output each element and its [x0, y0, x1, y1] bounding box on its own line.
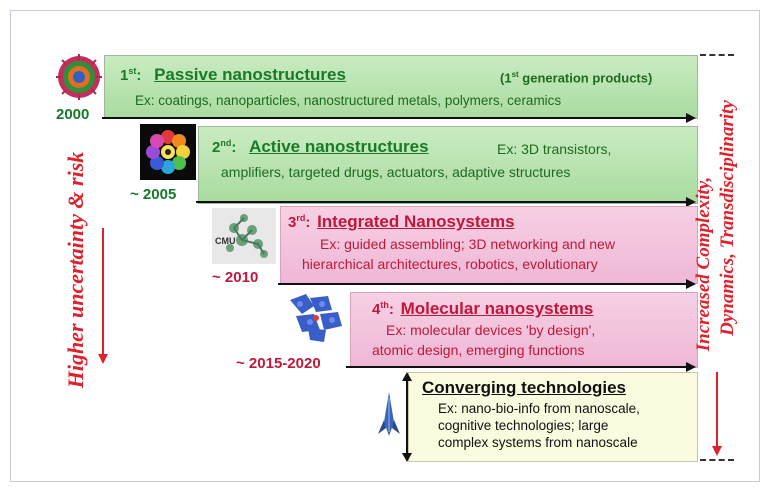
gen1-timeline [102, 117, 686, 119]
right-down-arrow-line [716, 372, 718, 448]
gen2-name: Active nanostructures [249, 137, 429, 156]
gen2-example-line1: Ex: 3D transistors, [497, 141, 612, 157]
converging-title: Converging technologies [422, 378, 627, 397]
right-axis-label-line2: Dynamics, Transdisciplinarity [717, 100, 738, 336]
converging-box [408, 372, 698, 462]
converging-line3: complex systems from nanoscale [438, 435, 638, 450]
gen1-title: 1st: Passive nanostructures [120, 65, 346, 84]
gen4-arrowhead [686, 362, 696, 372]
nanosystem-cmu-icon: CMU [212, 208, 276, 264]
gen2-example-line2: amplifiers, targeted drugs, actuators, a… [221, 164, 571, 180]
gen4-year: ~ 2015-2020 [236, 355, 321, 372]
gen3-box [280, 206, 698, 284]
rocket-icon [378, 392, 400, 436]
gen1-name: Passive nanostructures [154, 65, 346, 84]
gen3-year: ~ 2010 [212, 269, 259, 286]
left-down-arrow-head [98, 354, 108, 364]
gen3-title: 3rd: Integrated Nanosystems [288, 212, 515, 231]
converging-arrow-up-head [402, 372, 412, 381]
gen3-arrowhead [686, 279, 696, 289]
gen1-box [104, 55, 698, 119]
gen4-timeline [346, 366, 686, 368]
nanosystem-icon-label: CMU [215, 236, 236, 246]
gen3-example-line2: hierarchical architectures, robotics, ev… [302, 256, 598, 272]
right-down-arrow-head [712, 446, 722, 456]
gen4-example-line2: atomic design, emerging functions [372, 342, 585, 358]
left-axis-label: Higher uncertainty & risk [63, 151, 88, 389]
converging-line1: Ex: nano-bio-info from nanoscale, [438, 401, 640, 416]
gen1-example: Ex: coatings, nanoparticles, nanostructu… [135, 93, 562, 108]
gen4-title: 4th: Molecular nanosystems [372, 299, 594, 318]
fullerene-icon [56, 54, 102, 100]
gen1-year: 2000 [56, 106, 90, 123]
gen2-year: ~ 2005 [130, 186, 177, 203]
gen4-name: Molecular nanosystems [400, 299, 594, 318]
gen3-name: Integrated Nanosystems [317, 212, 515, 231]
gen1-note: (1st generation products) [500, 70, 653, 86]
gen4-example-line1: Ex: molecular devices 'by design', [386, 322, 596, 338]
gen4-box [350, 292, 698, 368]
converging-arrow-down-head [402, 453, 412, 462]
converging-vertical-arrow [406, 380, 408, 454]
gen2-timeline [196, 201, 686, 203]
gen2-title: 2nd: Active nanostructures [212, 137, 429, 156]
right-axis-label-line1: Increased Complexity, [693, 176, 714, 352]
gen2-arrowhead [686, 197, 696, 207]
flower-molecule-icon [140, 124, 196, 180]
gen2-box [198, 126, 698, 204]
top-dashed-line [700, 54, 734, 56]
gen3-example-line1: Ex: guided assembling; 3D networking and… [320, 236, 615, 252]
left-down-arrow-line [102, 228, 104, 356]
bottom-dashed-line [700, 459, 734, 461]
gen3-timeline [278, 283, 686, 285]
converging-line2: cognitive technologies; large [438, 418, 609, 433]
molecular-device-icon [290, 294, 342, 342]
gen1-arrowhead [686, 113, 696, 123]
